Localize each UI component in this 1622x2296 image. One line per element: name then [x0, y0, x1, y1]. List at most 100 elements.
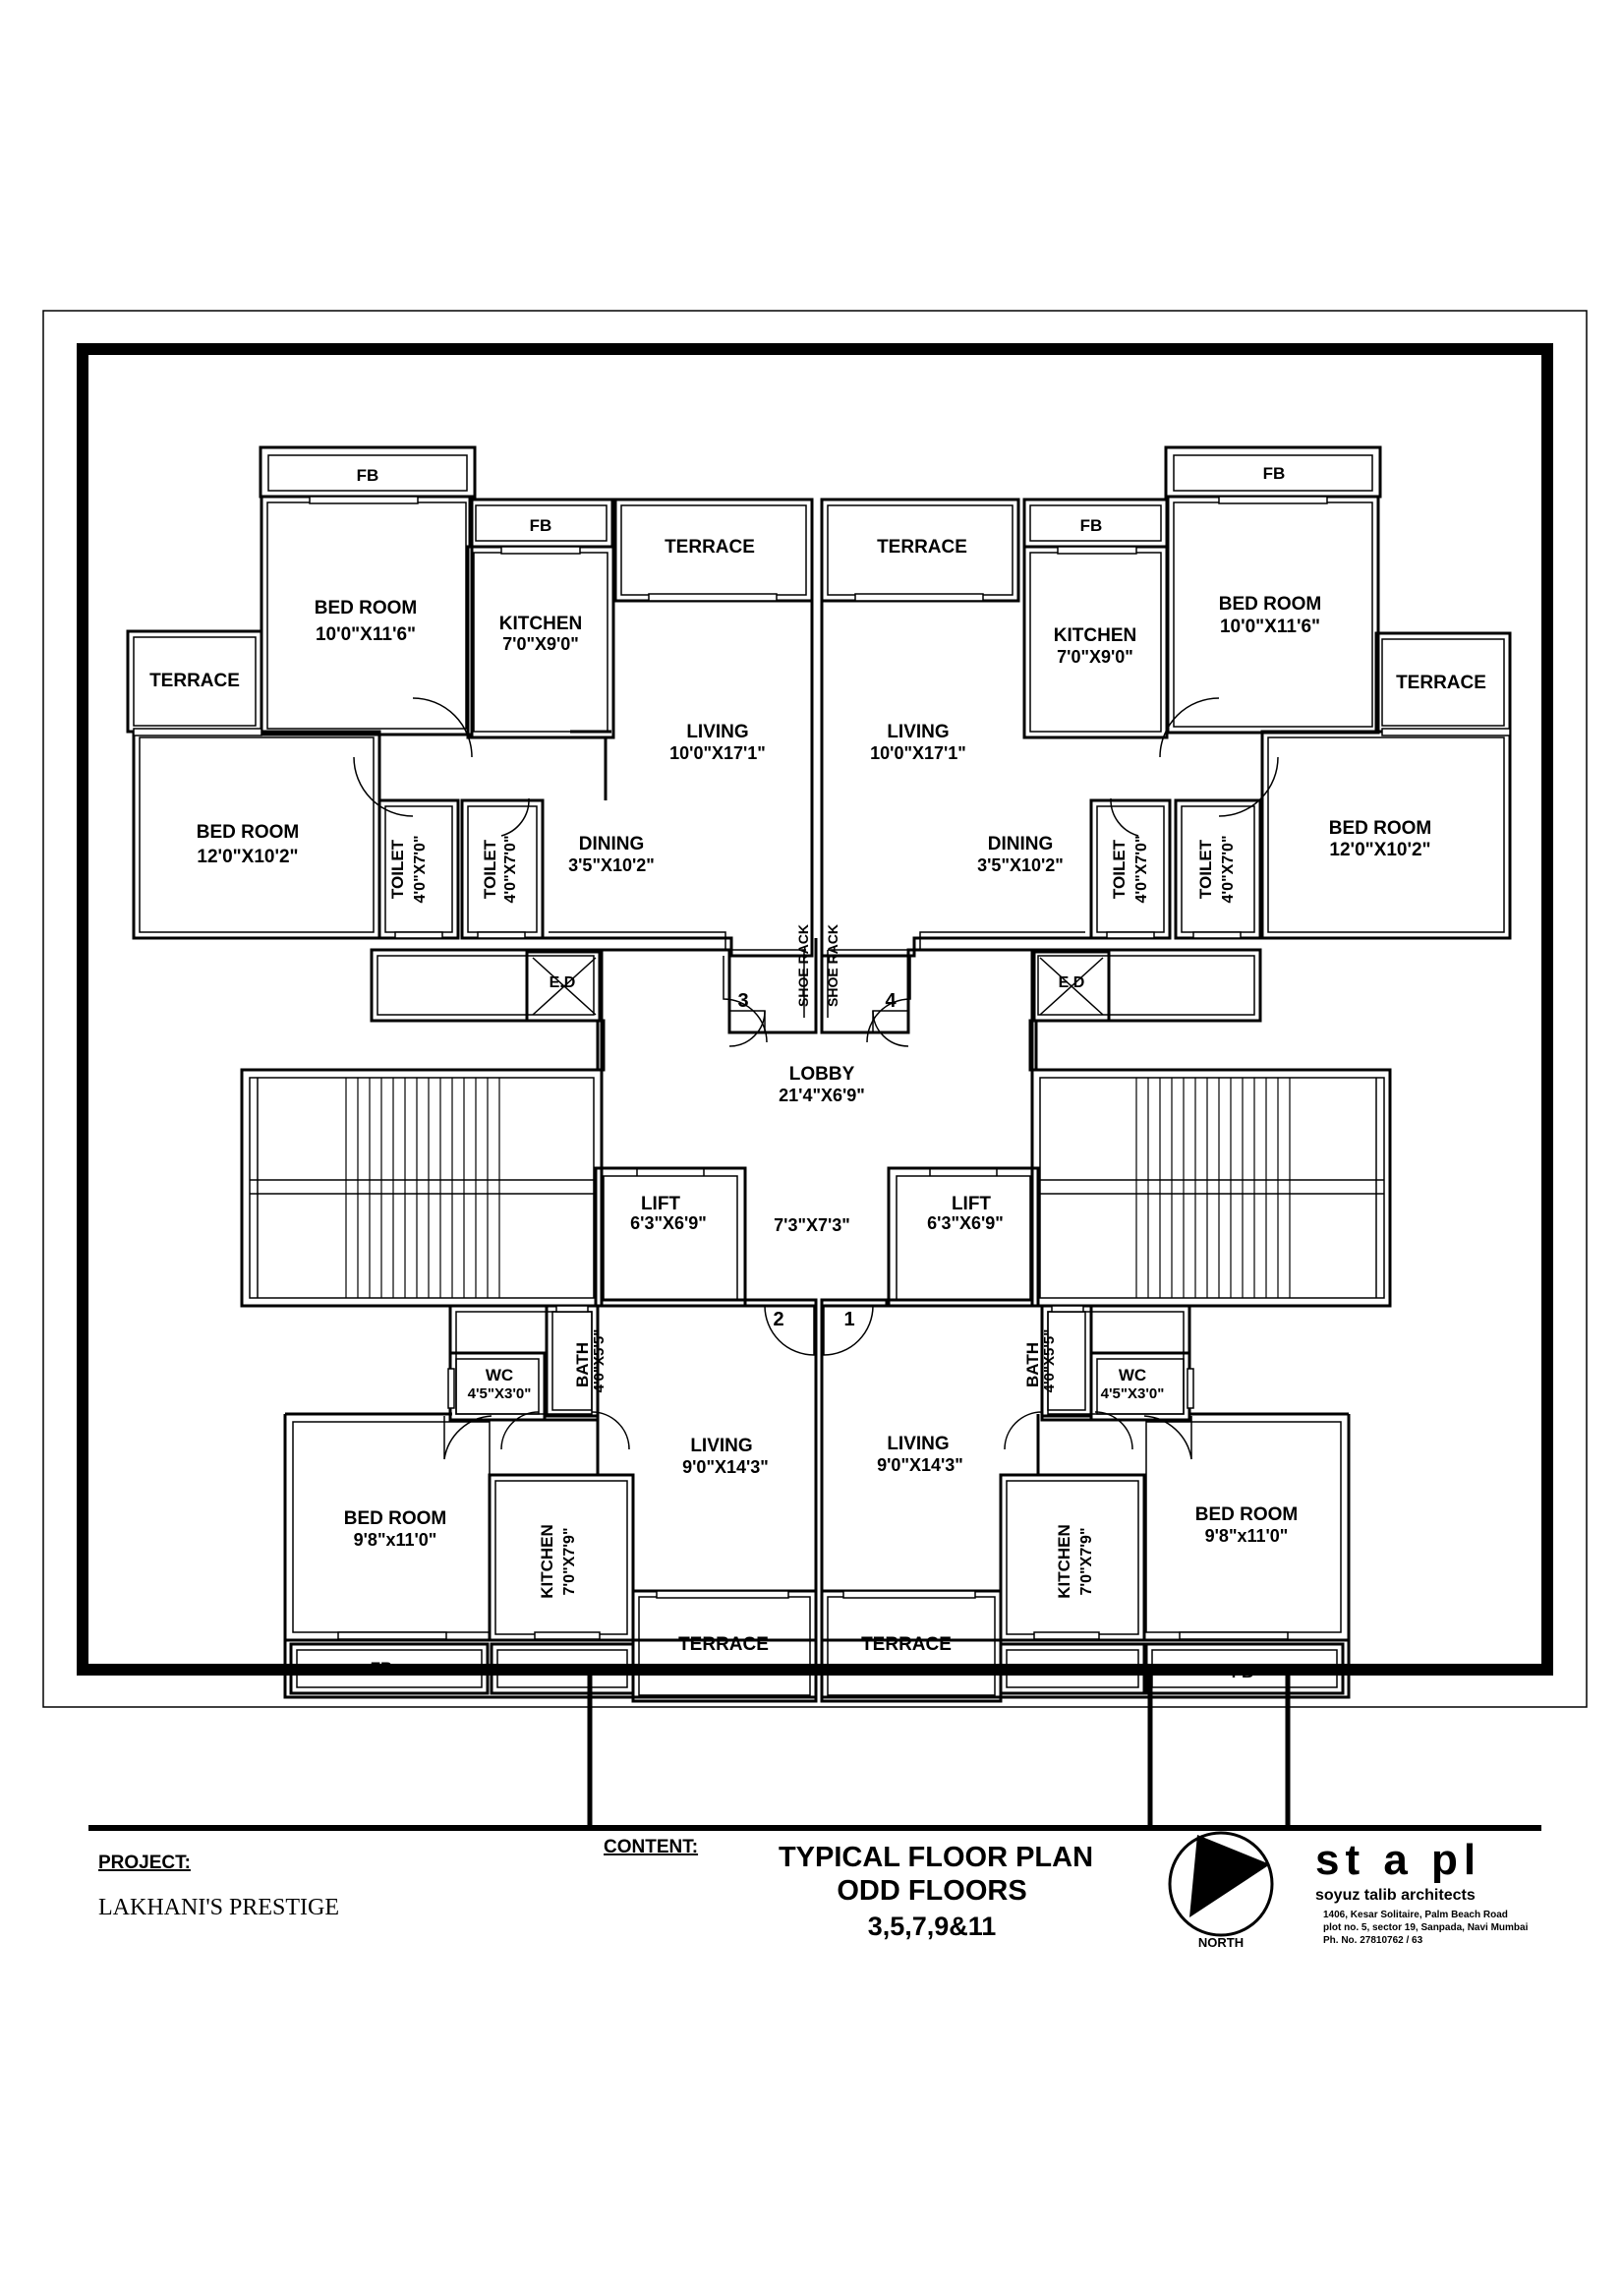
core	[240, 938, 1392, 1701]
label-sw-bath: BATH	[573, 1342, 592, 1387]
label-ne-bed2-name: BED ROOM	[1329, 818, 1432, 839]
content-line1: TYPICAL FLOOR PLAN	[779, 1842, 1093, 1873]
firm-phone: Ph. No. 27810762 / 63	[1323, 1935, 1423, 1946]
label-ne-living-size: 10'0"X17'1"	[870, 743, 966, 763]
label-sw-terrace: TERRACE	[678, 1634, 769, 1655]
label-se-wc-name: WC	[1119, 1366, 1146, 1384]
label-sw-bed-size: 9'8"x11'0"	[354, 1530, 437, 1550]
firm-address-1: 1406, Kesar Solitaire, Palm Beach Road	[1323, 1910, 1508, 1920]
label-nw-kitchen-name: KITCHEN	[499, 614, 582, 634]
north-arrow-circle	[1168, 1831, 1274, 1937]
label-se-kitchen-size: 7'0"X7'9"	[1078, 1527, 1095, 1595]
label-nw-terrace-side: TERRACE	[149, 671, 240, 691]
label-lift-left-name: LIFT	[641, 1194, 680, 1214]
label-se-bed-name: BED ROOM	[1195, 1504, 1299, 1525]
label-sw-wc-name: WC	[486, 1366, 513, 1384]
label-nw-bed1-name: BED ROOM	[315, 598, 418, 618]
flat-south-east	[820, 1304, 1351, 1703]
label-se-fb-kitchen: FB	[1063, 1661, 1085, 1679]
label-ne-dining-name: DINING	[988, 834, 1054, 854]
label-ne-fb-kitchen: FB	[1080, 516, 1103, 535]
label-lift-right-size: 6'3"X6'9"	[927, 1213, 1004, 1233]
label-nw-dining-size: 3'5"X10'2"	[568, 855, 655, 875]
label-se-terrace: TERRACE	[861, 1634, 952, 1655]
project-label: PROJECT:	[98, 1853, 191, 1873]
label-lift-left-size: 6'3"X6'9"	[630, 1213, 707, 1233]
label-door-4: 4	[885, 990, 897, 1012]
content-line2: ODD FLOORS	[837, 1875, 1026, 1907]
floor-plan: FB FB TERRACE TERRACE BED ROOM 10'0"X11'…	[126, 445, 1512, 1703]
label-nw-living-name: LIVING	[686, 722, 748, 742]
label-ne-shoe-rack: SHOE RACK	[825, 924, 840, 1007]
label-ne-kitchen-size: 7'0"X9'0"	[1057, 647, 1133, 667]
label-sw-bath-size: 4'0"X5'5"	[591, 1329, 608, 1393]
label-nw-kitchen-size: 7'0"X9'0"	[502, 634, 579, 654]
label-nw-duct: E.D	[550, 974, 576, 991]
label-nw-fb-kitchen: FB	[530, 516, 552, 535]
label-ne-kitchen-name: KITCHEN	[1054, 625, 1136, 646]
label-lobby-name: LOBBY	[789, 1064, 855, 1085]
north-label: NORTH	[1198, 1935, 1244, 1950]
label-nw-toilet1: TOILET	[388, 839, 407, 899]
label-ne-toilet1: TOILET	[1110, 839, 1129, 899]
stair-treads-left	[345, 1078, 500, 1298]
label-nw-toilet1-size: 4'0"X7'0"	[412, 835, 429, 903]
flat-north-east	[820, 445, 1512, 1072]
label-ne-toilet1-size: 4'0"X7'0"	[1133, 835, 1150, 903]
label-sw-wc-size: 4'5"X3'0"	[468, 1385, 532, 1402]
label-sw-fb-kitchen: FB	[548, 1661, 570, 1679]
label-nw-dining-name: DINING	[579, 834, 645, 854]
label-sw-kitchen-size: 7'0"X7'9"	[561, 1527, 578, 1595]
label-door-3: 3	[737, 990, 748, 1012]
label-nw-bed2-size: 12'0"X10'2"	[197, 847, 298, 867]
label-nw-living-size: 10'0"X17'1"	[669, 743, 766, 763]
label-nw-shoe-rack: SHOE RACK	[795, 924, 811, 1007]
firm-address-2: plot no. 5, sector 19, Sanpada, Navi Mum…	[1323, 1922, 1529, 1933]
north-arrow: NORTH	[1168, 1831, 1274, 1950]
label-ne-bed1-size: 10'0"X11'6"	[1220, 617, 1320, 637]
label-ne-terrace-side: TERRACE	[1396, 673, 1486, 693]
label-se-living-size: 9'0"X14'3"	[877, 1455, 963, 1475]
label-nw-bed1-size: 10'0"X11'6"	[316, 624, 416, 645]
label-ne-duct: E.D	[1059, 974, 1085, 991]
label-door-2: 2	[773, 1309, 783, 1330]
label-nw-toilet2: TOILET	[481, 839, 499, 899]
label-lift-right-name: LIFT	[952, 1194, 991, 1214]
stair-treads-right	[1135, 1078, 1291, 1298]
label-se-kitchen: KITCHEN	[1055, 1524, 1073, 1599]
label-nw-bed2-name: BED ROOM	[197, 822, 300, 843]
label-se-bath: BATH	[1023, 1342, 1042, 1387]
firm-name: soyuz talib architects	[1315, 1887, 1476, 1904]
label-core-center-size: 7'3"X7'3"	[774, 1215, 850, 1235]
content-line3: 3,5,7,9&11	[868, 1912, 997, 1941]
label-lobby-size: 21'4"X6'9"	[779, 1086, 865, 1105]
label-se-bed-size: 9'8"x11'0"	[1205, 1526, 1289, 1546]
label-se-living-name: LIVING	[887, 1434, 949, 1454]
label-nw-fb-top: FB	[357, 466, 379, 485]
label-se-wc-size: 4'5"X3'0"	[1101, 1385, 1165, 1402]
firm-logo: st a pl	[1315, 1836, 1481, 1884]
label-ne-dining-size: 3'5"X10'2"	[977, 855, 1064, 875]
label-ne-toilet2-size: 4'0"X7'0"	[1220, 835, 1237, 903]
label-ne-terrace-top: TERRACE	[877, 537, 967, 558]
project-name: LAKHANI'S PRESTIGE	[98, 1895, 339, 1920]
title-block: PROJECT: LAKHANI'S PRESTIGE CONTENT: TYP…	[98, 1666, 1529, 1950]
label-se-fb-bed: FB	[1232, 1663, 1254, 1681]
outer-border	[42, 310, 1588, 1708]
label-ne-bed1-name: BED ROOM	[1219, 594, 1322, 615]
content-label: CONTENT:	[604, 1837, 698, 1857]
label-sw-bed-name: BED ROOM	[344, 1508, 447, 1529]
room-labels: FB FB TERRACE TERRACE BED ROOM 10'0"X11'…	[149, 464, 1486, 1681]
label-sw-living-name: LIVING	[690, 1436, 752, 1456]
label-sw-kitchen: KITCHEN	[538, 1524, 556, 1599]
label-door-1: 1	[843, 1309, 854, 1330]
firm-block: st a pl soyuz talib architects 1406, Kes…	[1315, 1836, 1529, 1946]
label-ne-fb-top: FB	[1263, 464, 1286, 483]
north-arrow-icon	[1189, 1835, 1270, 1917]
label-nw-terrace-top: TERRACE	[665, 537, 755, 558]
label-se-bath-size: 4'0"X5'5"	[1041, 1329, 1058, 1393]
label-nw-toilet2-size: 4'0"X7'0"	[502, 835, 519, 903]
label-sw-living-size: 9'0"X14'3"	[682, 1457, 769, 1477]
flat-south-west	[283, 1304, 818, 1703]
